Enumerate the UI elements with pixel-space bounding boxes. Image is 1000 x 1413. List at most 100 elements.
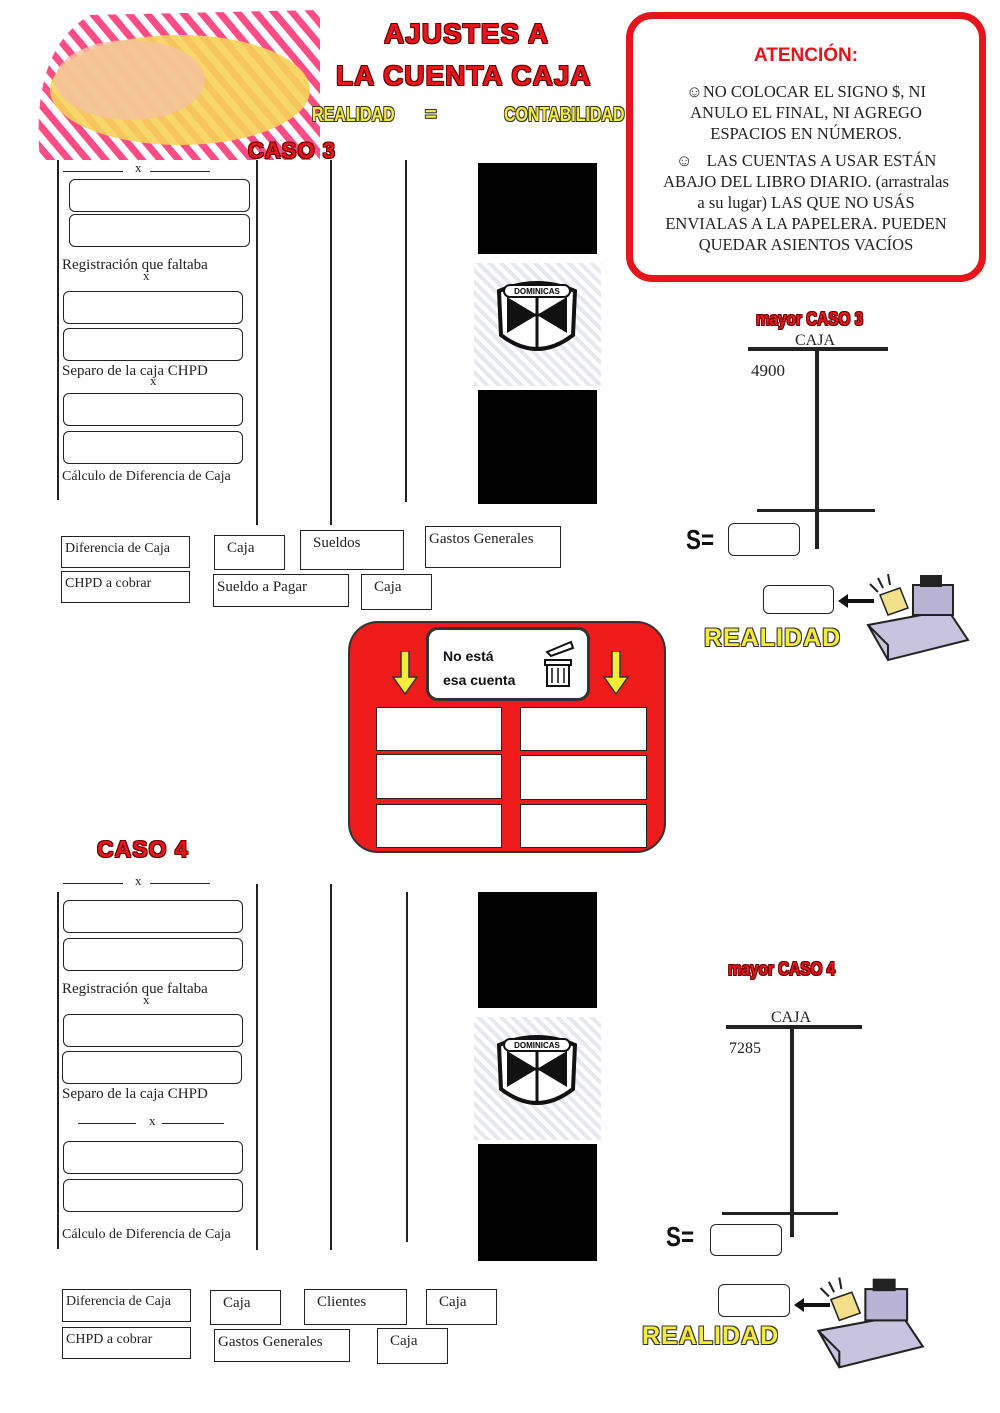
journal-column-line: [330, 160, 332, 525]
page-title-line1: AJUSTES A: [384, 18, 550, 49]
realidad-heading: REALIDAD: [312, 104, 395, 126]
saldo-input[interactable]: [710, 1224, 782, 1256]
trash-drop-slot[interactable]: [520, 804, 647, 848]
caso3-title: CASO 3: [248, 138, 336, 163]
trash-label-line2: esa cuenta: [443, 672, 516, 688]
separo-label: Separo de la caja CHPD: [62, 1086, 208, 1102]
attention-line: ANULO EL FINAL, NI AGREGO: [690, 103, 922, 122]
account-chip-chpd-a-cobrar[interactable]: CHPD a cobrar: [62, 1327, 191, 1359]
trash-drop-slot[interactable]: [520, 707, 647, 751]
registration-label: Registración que faltaba: [62, 257, 208, 273]
account-chip-gastos-generales[interactable]: Gastos Generales: [214, 1329, 350, 1362]
account-chip-caja[interactable]: Caja: [361, 574, 432, 610]
x-mark: x: [135, 873, 142, 888]
t-account-debit-value: 7285: [729, 1040, 761, 1057]
journal-drop-slot[interactable]: [69, 214, 250, 247]
journal-drop-slot[interactable]: [63, 431, 243, 464]
black-block: [478, 163, 597, 254]
saldo-label: S=: [666, 1221, 695, 1252]
shield-icon: DOMINICAS: [496, 281, 578, 351]
journal-rule: [78, 1123, 136, 1124]
journal-drop-slot[interactable]: [63, 393, 243, 426]
journal-drop-slot[interactable]: [63, 328, 243, 361]
realidad-input[interactable]: [763, 585, 834, 614]
attention-line: ESPACIOS EN NÚMEROS.: [710, 124, 902, 143]
account-chip-caja[interactable]: Caja: [426, 1289, 497, 1325]
arrow-down-icon: [603, 651, 629, 695]
journal-column-line: [405, 160, 407, 502]
equals-sign: =: [425, 104, 437, 126]
saldo-label: S=: [686, 524, 715, 555]
dominicas-logo: DOMINICAS: [474, 263, 601, 386]
smiley-icon: ☺: [675, 151, 693, 170]
journal-column-line: [256, 160, 258, 525]
journal-column-line: [256, 884, 258, 1250]
account-chip-sueldo-a-pagar[interactable]: Sueldo a Pagar: [213, 574, 349, 607]
journal-drop-slot[interactable]: [63, 900, 243, 933]
black-block: [478, 1144, 597, 1261]
trash-panel: No está esa cuenta: [348, 621, 666, 853]
separo-label: Separo de la caja CHPD: [62, 363, 208, 379]
black-block: [478, 892, 597, 1008]
journal-rule: [150, 883, 210, 884]
contabilidad-heading: CONTABILIDAD: [504, 104, 625, 126]
account-chip-caja[interactable]: Caja: [214, 535, 285, 570]
x-mark: x: [135, 160, 142, 175]
trash-drop-slot[interactable]: [376, 804, 502, 848]
x-mark: x: [150, 373, 157, 388]
attention-line: LAS CUENTAS A USAR ESTÁN: [706, 151, 937, 170]
caso4-title: CASO 4: [97, 836, 189, 862]
trash-drop-slot[interactable]: [376, 754, 502, 799]
account-chip-gastos-generales[interactable]: Gastos Generales: [425, 526, 561, 568]
journal-column-line: [57, 892, 59, 1249]
journal-drop-slot[interactable]: [63, 1179, 243, 1212]
realidad-input[interactable]: [718, 1284, 790, 1317]
smiley-icon: ☺: [686, 82, 703, 101]
attention-line: ENVIALAS A LA PAPELERA. PUEDEN: [665, 214, 947, 233]
account-chip-chpd-a-cobrar[interactable]: CHPD a cobrar: [61, 571, 190, 603]
trash-drop-slot[interactable]: [520, 755, 647, 800]
svg-text:DOMINICAS: DOMINICAS: [514, 287, 560, 296]
journal-column-line: [406, 892, 408, 1242]
journal-drop-slot[interactable]: [63, 1141, 243, 1174]
svg-text:DOMINICAS: DOMINICAS: [514, 1041, 560, 1050]
dominicas-logo: DOMINICAS: [474, 1017, 601, 1140]
cash-register-icon: [858, 570, 973, 670]
arrow-left-icon: [836, 593, 876, 614]
trash-drop-slot[interactable]: [376, 707, 502, 751]
account-chip-sueldos[interactable]: Sueldos: [300, 530, 404, 570]
account-chip-diferencia-de-caja[interactable]: Diferencia de Caja: [62, 1289, 191, 1322]
calculo-label: Cálculo de Diferencia de Caja: [62, 469, 231, 484]
t-account-name: CAJA: [771, 1009, 812, 1026]
x-mark: x: [149, 1113, 156, 1128]
account-chip-caja[interactable]: Caja: [210, 1290, 281, 1325]
attention-line: NO COLOCAR EL SIGNO $, NI: [702, 82, 926, 101]
saldo-input[interactable]: [728, 523, 800, 556]
journal-rule: [150, 171, 210, 172]
realidad-label: REALIDAD: [642, 1322, 780, 1350]
mayor-caso3-title: mayor CASO 3: [756, 309, 864, 329]
calculo-label: Cálculo de Diferencia de Caja: [62, 1227, 231, 1242]
attention-heading: ATENCIÓN:: [753, 45, 859, 66]
account-chip-caja[interactable]: Caja: [377, 1328, 448, 1364]
x-mark: x: [143, 268, 150, 283]
page-title-line2: LA CUENTA CAJA: [336, 60, 592, 91]
attention-box: ATENCIÓN: ☺NO COLOCAR EL SIGNO $, NI ANU…: [626, 12, 986, 282]
trash-can-icon: [544, 640, 575, 687]
mayor-caso4-title: mayor CASO 4: [728, 959, 836, 979]
header-decoration: [30, 10, 321, 160]
arrow-down-icon: [392, 651, 418, 695]
journal-drop-slot[interactable]: [63, 291, 243, 324]
journal-drop-slot[interactable]: [62, 1051, 242, 1084]
journal-drop-slot[interactable]: [69, 179, 250, 212]
black-block: [478, 390, 597, 504]
journal-drop-slot[interactable]: [63, 938, 243, 971]
t-account-debit-value: 4900: [751, 361, 785, 380]
account-chip-clientes[interactable]: Clientes: [304, 1289, 407, 1325]
journal-column-line: [57, 160, 59, 500]
journal-rule: [162, 1123, 224, 1124]
journal-drop-slot[interactable]: [63, 1014, 243, 1047]
arrow-left-icon: [792, 1297, 832, 1318]
account-chip-diferencia-de-caja[interactable]: Diferencia de Caja: [61, 536, 190, 568]
realidad-label: REALIDAD: [704, 624, 842, 652]
